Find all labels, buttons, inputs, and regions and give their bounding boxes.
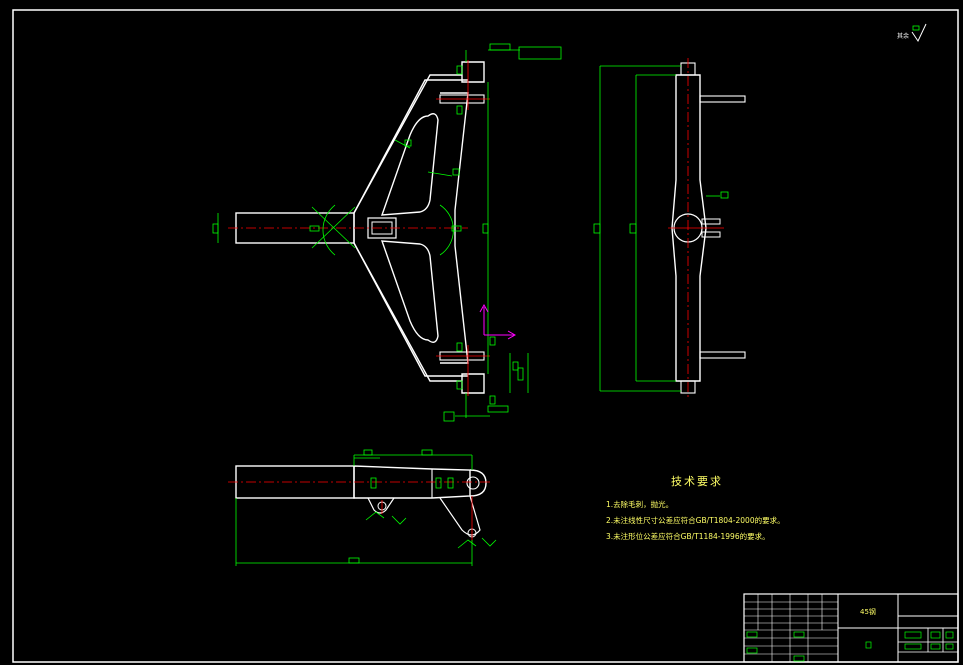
- tech-requirements: 技术要求 1.去除毛刺，抛光。 2.未注线性尺寸公差应符合GB/T1804-20…: [606, 475, 785, 541]
- roughness-note: 其余: [897, 32, 909, 40]
- inner-cutout: [380, 113, 439, 216]
- side-body: [671, 74, 707, 382]
- material-label: 45钢: [860, 607, 876, 616]
- title-block: 45钢: [743, 593, 959, 663]
- tech-requirements-heading: 技术要求: [671, 475, 723, 488]
- tech-requirement-1: 1.去除毛刺，抛光。: [606, 499, 673, 509]
- side-view: [593, 58, 746, 398]
- ucs-icon: [479, 303, 517, 340]
- tech-requirement-2: 2.未注线性尺寸公差应符合GB/T1804-2000的要求。: [606, 515, 785, 525]
- drawing-border: [12, 9, 959, 663]
- y-body-outline: [353, 61, 485, 394]
- front-view: [212, 43, 562, 422]
- tech-requirement-3: 3.未注形位公差应符合GB/T1184-1996的要求。: [606, 531, 770, 541]
- top-view: [228, 449, 497, 566]
- roughness-symbol: 其余: [897, 23, 927, 43]
